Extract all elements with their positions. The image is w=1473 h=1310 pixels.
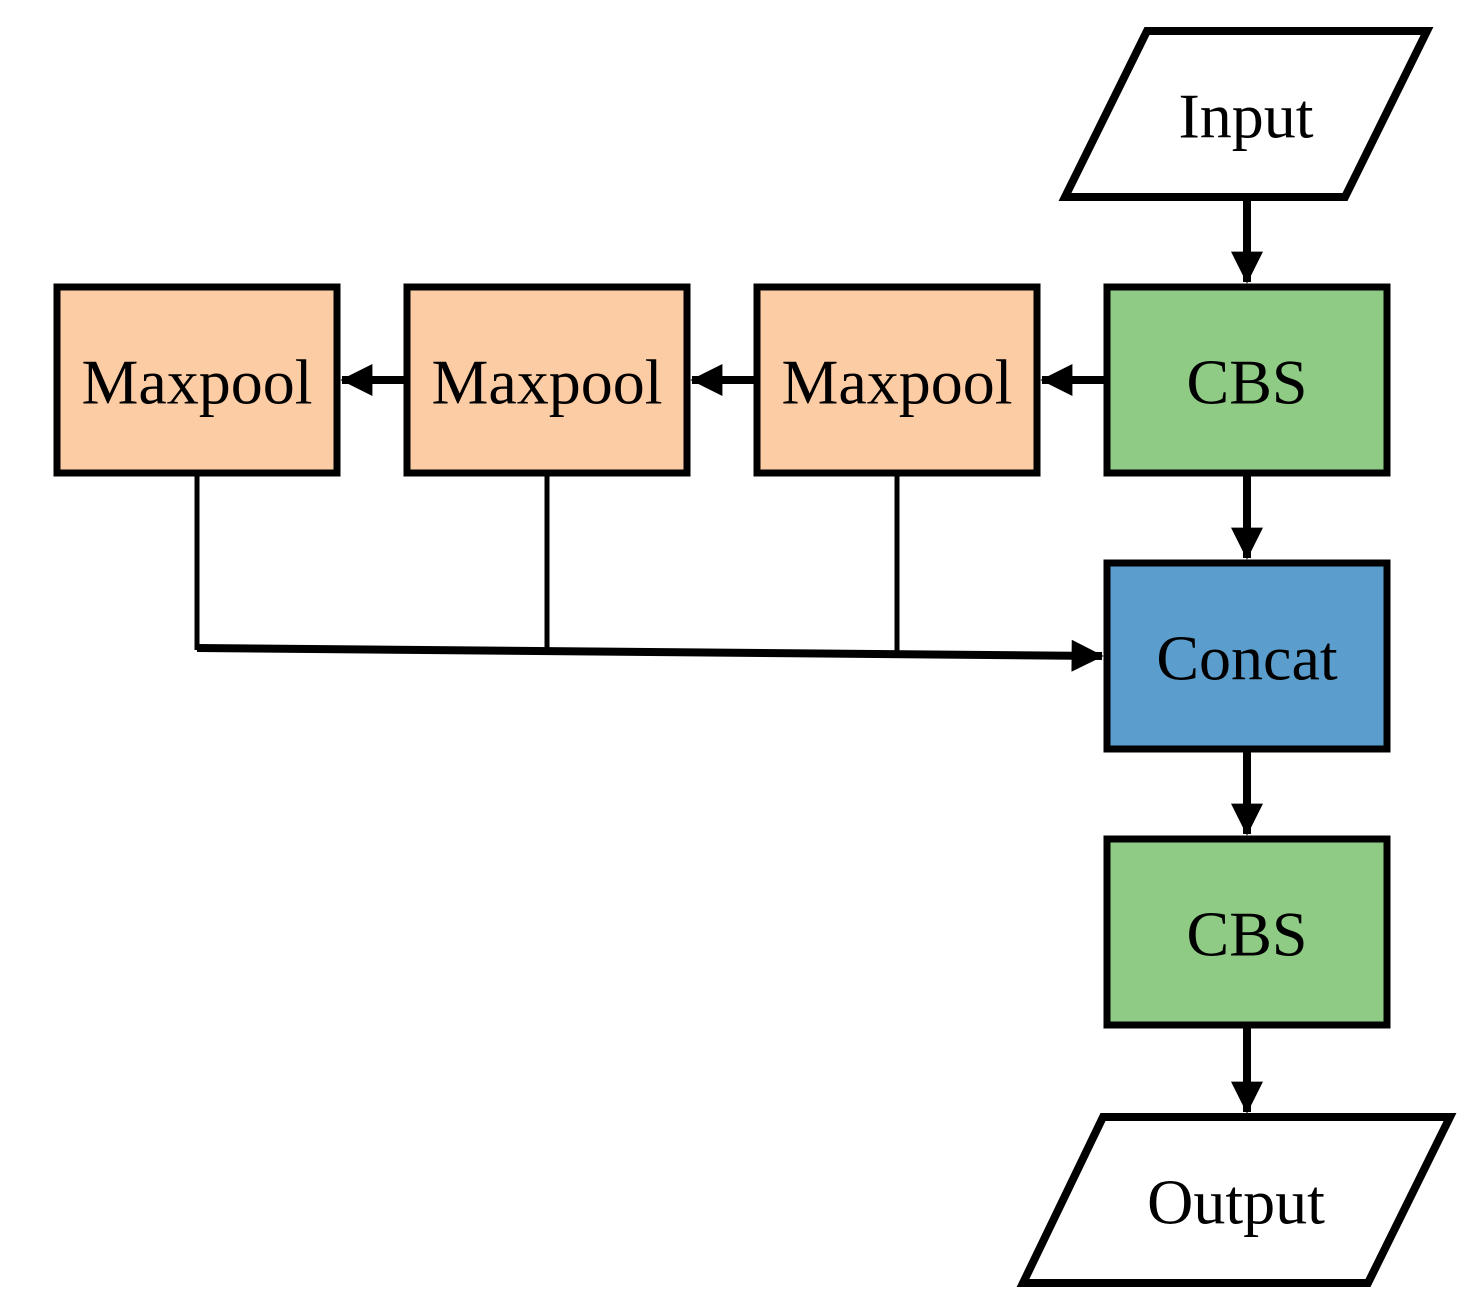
node-cbs2-label: CBS xyxy=(1187,899,1308,970)
node-maxpool1-label: Maxpool xyxy=(81,347,312,418)
node-maxpool2 xyxy=(403,283,691,477)
node-concat-label: Concat xyxy=(1156,623,1338,694)
node-concat xyxy=(1103,559,1391,753)
node-maxpool1 xyxy=(53,283,341,477)
node-maxpool3-label: Maxpool xyxy=(781,347,1012,418)
node-cbs1 xyxy=(1103,283,1391,477)
arrow-collector-to-concat xyxy=(196,639,1104,672)
node-maxpool3 xyxy=(753,283,1041,477)
node-output-label: Output xyxy=(1147,1167,1325,1238)
node-maxpool2-label: Maxpool xyxy=(431,347,662,418)
node-cbs2 xyxy=(1103,835,1391,1029)
node-input-label: Input xyxy=(1178,81,1313,152)
node-output xyxy=(1016,1113,1457,1287)
node-cbs1-label: CBS xyxy=(1187,347,1308,418)
node-input xyxy=(1058,27,1434,201)
